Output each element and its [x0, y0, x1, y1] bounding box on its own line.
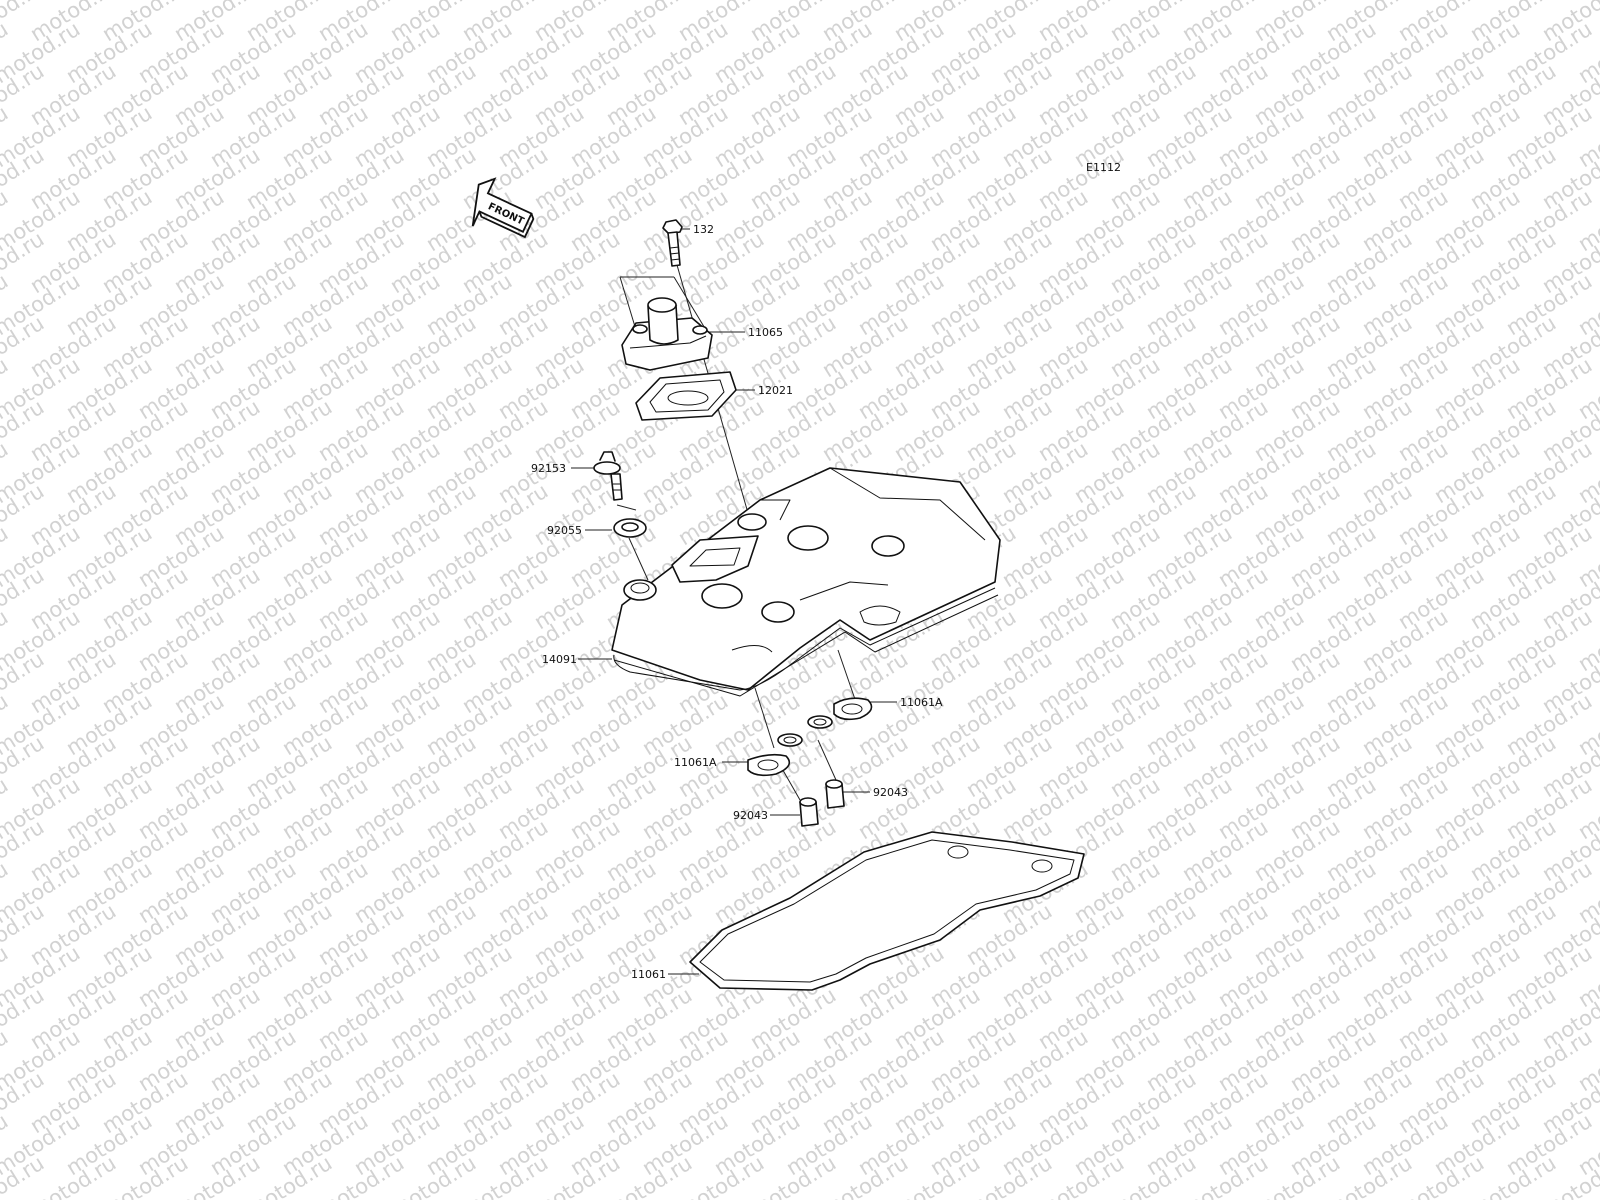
callout-14091: 14091 [542, 653, 577, 666]
callout-132: 132 [693, 223, 714, 236]
callout-11061: 11061 [631, 968, 666, 981]
dowel-pin-92043-left-icon [799, 797, 819, 827]
callout-11061a-left: 11061A [674, 756, 717, 769]
diagram-code: E1112 [1086, 161, 1121, 174]
callout-92055: 92055 [547, 524, 582, 537]
callout-92043-left: 92043 [733, 809, 768, 822]
callout-11061a-right: 11061A [900, 696, 943, 709]
dowel-pin-92043-right-icon [825, 779, 845, 809]
callout-12021: 12021 [758, 384, 793, 397]
washer-92055-icon [613, 518, 647, 538]
leader-lines [571, 228, 897, 975]
callout-92043-right: 92043 [873, 786, 908, 799]
callout-92153: 92153 [531, 462, 566, 475]
watermark-text: motod.ru [1574, 0, 1600, 4]
callout-11065: 11065 [748, 326, 783, 339]
